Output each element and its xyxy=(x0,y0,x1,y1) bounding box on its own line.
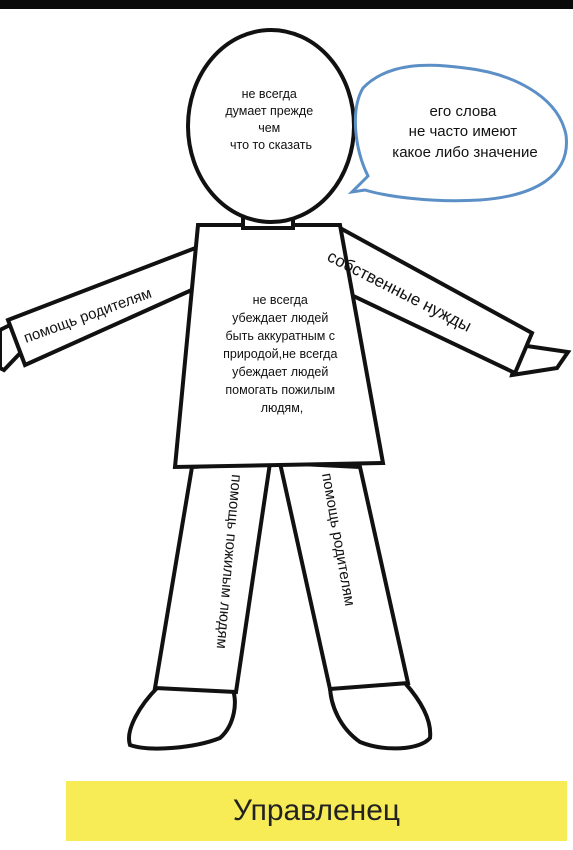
torso-line: быть аккуратным с xyxy=(225,329,335,343)
left-leg xyxy=(152,460,273,695)
bubble-text: его слова не часто имеют какое либо знач… xyxy=(392,103,537,161)
head-line: чем xyxy=(258,121,280,135)
role-label: Управленец xyxy=(232,794,401,827)
torso-text: не всегда убеждает людей быть аккуратным… xyxy=(223,293,341,415)
speech-bubble xyxy=(347,63,568,203)
torso-line: помогать пожилым xyxy=(225,383,335,397)
right-shoe xyxy=(327,680,433,751)
head-text: не всегда думает прежде чем что то сказа… xyxy=(225,87,316,152)
torso-line: убеждает людей xyxy=(232,365,328,379)
head-line: думает прежде xyxy=(225,104,313,118)
torso-line: убеждает людей xyxy=(232,311,328,325)
head-line: что то сказать xyxy=(230,138,312,152)
bubble-line: не часто имеют xyxy=(409,123,518,140)
bubble-line: его слова xyxy=(429,103,497,120)
bubble-line: какое либо значение xyxy=(392,144,537,161)
role-banner: Управленец xyxy=(66,781,567,841)
torso-line: природой,не всегда xyxy=(223,347,337,361)
top-black-bar xyxy=(0,0,573,9)
left-shoe xyxy=(127,684,237,751)
person-figure: не всегда думает прежде чем что то сказа… xyxy=(0,28,572,751)
torso-line: людям, xyxy=(261,401,304,415)
head-line: не всегда xyxy=(242,87,297,101)
torso-line: не всегда xyxy=(253,293,308,307)
